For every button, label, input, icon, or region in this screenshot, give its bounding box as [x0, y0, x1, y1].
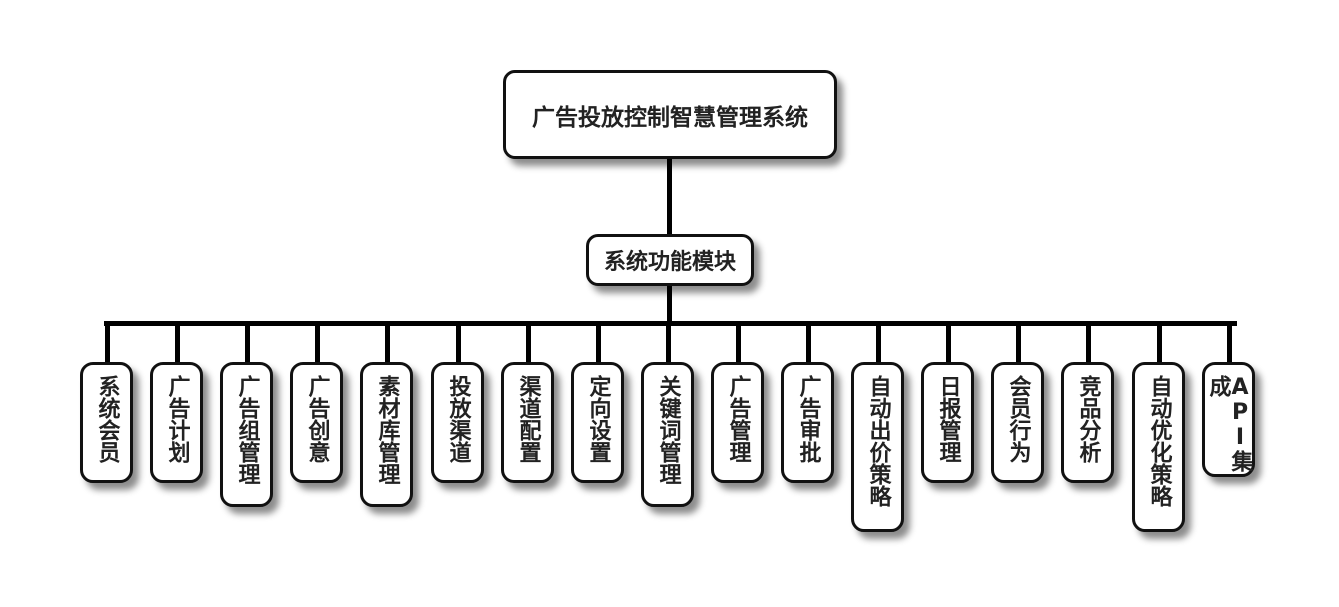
child-node-label: 日报管理 [935, 375, 961, 463]
child-node: 广告管理 [711, 362, 764, 483]
child-node-label: 广告计划 [164, 375, 190, 463]
module-node-label: 系统功能模块 [603, 250, 736, 275]
child-node-label: 竞品分析 [1075, 375, 1101, 463]
child-node-label: 广告组管理 [234, 375, 260, 485]
child-node: 渠道配置 [501, 362, 554, 483]
connector-child-12 [946, 323, 951, 363]
child-node-label: 投放渠道 [445, 375, 471, 463]
child-node-label: 自动出价策略 [865, 375, 891, 507]
child-node: 素材库管理 [360, 362, 413, 507]
connector-child-1 [175, 323, 180, 363]
child-node: 会员行为 [991, 362, 1044, 483]
connector-child-16 [1227, 323, 1232, 363]
child-node: 广告计划 [150, 362, 203, 483]
connector-child-14 [1086, 323, 1091, 363]
connector-module-to-bus [667, 285, 672, 325]
child-node: 广告审批 [781, 362, 834, 483]
child-node: 系统会员 [80, 362, 133, 483]
root-node-label: 广告投放控制智慧管理系统 [532, 104, 808, 131]
connector-root-to-module [667, 158, 672, 235]
connector-child-2 [245, 323, 250, 363]
root-node: 广告投放控制智慧管理系统 [503, 70, 837, 159]
child-node: 自动出价策略 [851, 362, 904, 532]
connector-child-15 [1157, 323, 1162, 363]
connector-child-0 [105, 323, 110, 363]
child-node-label: 广告创意 [304, 375, 330, 463]
child-node: 定向设置 [571, 362, 624, 483]
child-node-label: 广告审批 [795, 375, 821, 463]
connector-child-5 [456, 323, 461, 363]
child-node-label: 定向设置 [585, 375, 611, 463]
connector-child-8 [666, 323, 671, 363]
child-node-label: 会员行为 [1005, 375, 1031, 463]
connector-child-6 [526, 323, 531, 363]
connector-child-9 [736, 323, 741, 363]
child-node-label: 自动优化策略 [1146, 375, 1172, 507]
child-node: 关键词管理 [641, 362, 694, 507]
child-node: API集成 [1202, 362, 1255, 477]
child-node-label: 广告管理 [725, 375, 751, 463]
child-node-label: API集成 [1205, 375, 1253, 472]
child-node: 自动优化策略 [1132, 362, 1185, 532]
connector-child-7 [596, 323, 601, 363]
child-node: 广告组管理 [220, 362, 273, 507]
child-node: 竞品分析 [1061, 362, 1114, 483]
child-node: 日报管理 [921, 362, 974, 483]
child-node-label: 系统会员 [94, 375, 120, 463]
connector-child-3 [315, 323, 320, 363]
connector-child-10 [806, 323, 811, 363]
connector-child-4 [385, 323, 390, 363]
child-node-label: 关键词管理 [655, 375, 681, 485]
connector-child-13 [1016, 323, 1021, 363]
connector-child-11 [876, 323, 881, 363]
module-node: 系统功能模块 [586, 234, 754, 286]
child-node: 广告创意 [290, 362, 343, 483]
child-node: 投放渠道 [431, 362, 484, 483]
child-node-label: 素材库管理 [374, 375, 400, 485]
child-node-label: 渠道配置 [515, 375, 541, 463]
